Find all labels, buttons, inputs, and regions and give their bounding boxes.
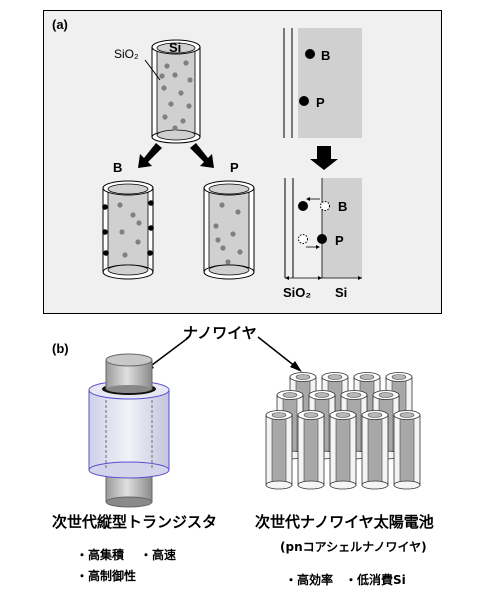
top-cylinder-dopants bbox=[159, 60, 193, 131]
p-atom-original-position bbox=[298, 234, 308, 244]
arrow-to-b-cylinder bbox=[138, 143, 162, 168]
nanowire-solar-array bbox=[265, 372, 421, 490]
p-atom-top bbox=[299, 96, 309, 106]
b-label-bottom-diagram: B bbox=[338, 199, 348, 214]
nanowire-pillar bbox=[265, 410, 293, 490]
nanowire-pillar bbox=[329, 410, 357, 490]
p-doped-label: P bbox=[230, 160, 239, 175]
si-axis-label: Si bbox=[335, 285, 348, 300]
arrow-to-solar-cells bbox=[257, 336, 302, 372]
b-doped-label: B bbox=[113, 160, 123, 175]
solar-feature-low-si: ・低消費Si bbox=[345, 573, 406, 587]
solar-cell-title: 次世代ナノワイヤ太陽電池 bbox=[255, 513, 434, 531]
interface-diagram-top bbox=[283, 28, 362, 138]
solar-feature-efficiency: ・高効率 bbox=[285, 573, 334, 587]
nanowire-pillar bbox=[297, 410, 325, 490]
p-doped-cylinder bbox=[203, 180, 255, 280]
arrow-to-p-cylinder bbox=[190, 143, 214, 168]
solar-cell-subtitle: (pnコアシェルナノワイヤ) bbox=[280, 540, 427, 554]
vertical-transistor-illustration bbox=[88, 353, 170, 508]
b-doped-cylinder bbox=[102, 180, 154, 280]
nanowire-title: ナノワイヤ bbox=[183, 324, 257, 342]
b-atom-segregated bbox=[298, 201, 308, 211]
transistor-feature-integration: ・高集積 bbox=[76, 548, 125, 562]
p-label-bottom-diagram: P bbox=[335, 233, 344, 248]
down-arrow-diagram bbox=[310, 146, 338, 170]
sio2-pointer-line bbox=[144, 59, 161, 81]
b-label-top-diagram: B bbox=[321, 48, 331, 63]
panel-a-label: (a) bbox=[52, 17, 68, 32]
p-cylinder-gray-dopants bbox=[213, 202, 243, 265]
panel-b-label: (b) bbox=[52, 341, 69, 356]
b-atom-original-position bbox=[320, 201, 330, 211]
sio2-axis-label: SiO₂ bbox=[283, 285, 312, 300]
nanowire-pillar bbox=[393, 410, 421, 490]
si-label: Si bbox=[169, 40, 182, 55]
b-atom-top bbox=[305, 49, 315, 59]
p-label-top-diagram: P bbox=[316, 95, 325, 110]
transistor-title: 次世代縦型トランジスタ bbox=[52, 513, 218, 531]
transistor-feature-control: ・高制御性 bbox=[76, 569, 137, 583]
sio2-label: SiO₂ bbox=[114, 47, 139, 61]
interface-diagram-bottom bbox=[284, 178, 362, 280]
transistor-feature-speed: ・高速 bbox=[140, 548, 177, 562]
b-cylinder-gray-dopants bbox=[117, 202, 142, 258]
p-atom-segregated bbox=[317, 234, 327, 244]
nanowire-pillar bbox=[361, 410, 389, 490]
top-nanowire-cylinder bbox=[151, 39, 201, 144]
b-cylinder-black-dopants bbox=[102, 200, 154, 256]
